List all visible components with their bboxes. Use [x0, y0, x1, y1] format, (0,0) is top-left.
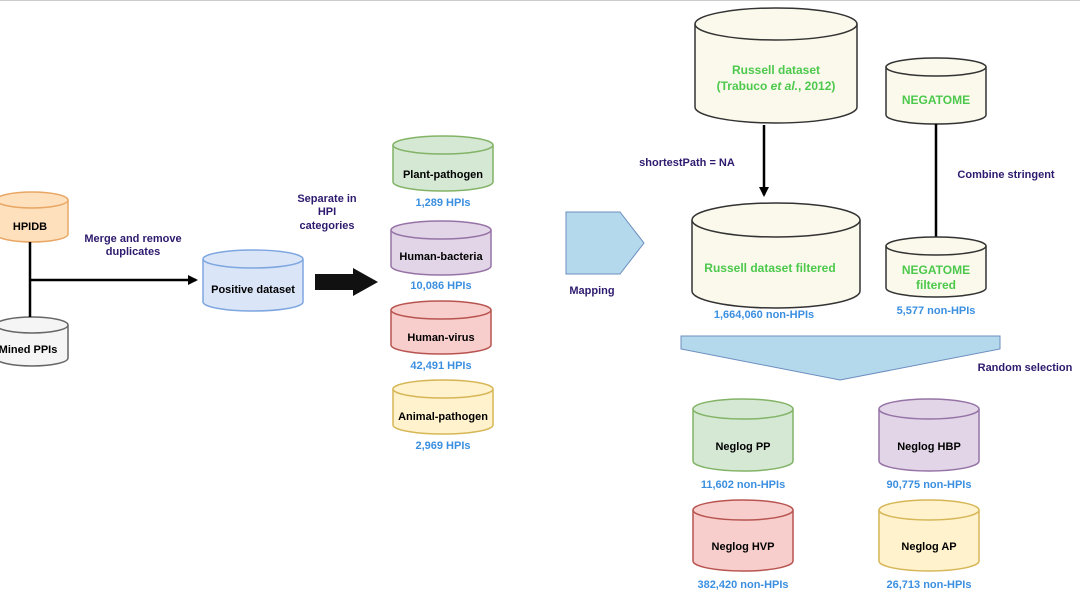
combine-label: Combine stringent: [957, 169, 1055, 181]
russell-dataset-cylinder: [694, 7, 858, 124]
category-plant-pathogen: [392, 135, 494, 192]
russell-filtered-cylinder: [691, 202, 861, 309]
category-human-bacteria: [390, 220, 492, 276]
negatome-cylinder: [885, 57, 987, 125]
random-selection-label: Random selection: [978, 362, 1073, 374]
category-name: Animal-pathogen: [398, 411, 488, 423]
russell-title: Russell dataset: [732, 63, 820, 77]
category-name: Human-bacteria: [399, 251, 483, 263]
neglog-name: Neglog AP: [901, 541, 956, 553]
category-animal-pathogen: [392, 379, 494, 435]
neglog-hbp-cylinder: [878, 398, 980, 472]
category-human-virus: [390, 300, 492, 355]
negatome-filtered-count: 5,577 non-HPIs: [897, 305, 976, 317]
russell-citation: (Trabuco et al., 2012): [717, 79, 836, 93]
negatome-label: NEGATOME: [902, 93, 970, 107]
category-count: 10,086 HPIs: [410, 280, 471, 292]
neglog-ap-cylinder: [878, 499, 980, 572]
neglog-name: Neglog PP: [715, 441, 770, 453]
merge-label-line2: duplicates: [106, 246, 160, 258]
separate-arrow: [315, 268, 378, 296]
mapping-arrow: [565, 211, 645, 275]
separate-label-line2: HPI: [318, 206, 336, 218]
positive-dataset-cylinder: [202, 249, 304, 312]
russell-filtered-count: 1,664,060 non-HPIs: [714, 309, 814, 321]
positive-dataset-label: Positive dataset: [211, 284, 295, 296]
russell-filtered-label: Russell dataset filtered: [704, 261, 835, 275]
category-count: 1,289 HPIs: [415, 197, 470, 209]
mapping-label: Mapping: [569, 285, 614, 297]
neglog-name: Neglog HBP: [897, 441, 961, 453]
category-name: Human-virus: [407, 332, 474, 344]
separate-label-line1: Separate in: [297, 193, 357, 205]
category-count: 2,969 HPIs: [415, 440, 470, 452]
neglog-name: Neglog HVP: [712, 541, 775, 553]
negatome-filtered-line2: filtered: [916, 278, 956, 292]
neglog-count: 11,602 non-HPIs: [701, 479, 785, 491]
mined-ppis-cylinder: [0, 316, 69, 367]
hpidb-cylinder: [0, 191, 69, 243]
random-selection-shape: [680, 335, 1001, 381]
category-name: Plant-pathogen: [403, 169, 483, 181]
negatome-filtered-line1: NEGATOME: [902, 263, 970, 277]
category-count: 42,491 HPIs: [410, 360, 471, 372]
shortest-path-label: shortestPath = NA: [639, 157, 735, 169]
merge-label-line1: Merge and remove: [84, 233, 181, 245]
neglog-pp-cylinder: [692, 398, 794, 472]
mined-ppis-label: Mined PPIs: [0, 344, 57, 356]
neglog-hvp-cylinder: [692, 499, 794, 572]
neglog-count: 90,775 non-HPIs: [887, 479, 972, 491]
negatome-filtered-cylinder: [885, 236, 987, 298]
hpidb-label: HPIDB: [13, 221, 47, 233]
neglog-count: 26,713 non-HPIs: [887, 579, 972, 591]
neglog-count: 382,420 non-HPIs: [697, 579, 788, 591]
separate-label-line3: categories: [299, 220, 354, 232]
